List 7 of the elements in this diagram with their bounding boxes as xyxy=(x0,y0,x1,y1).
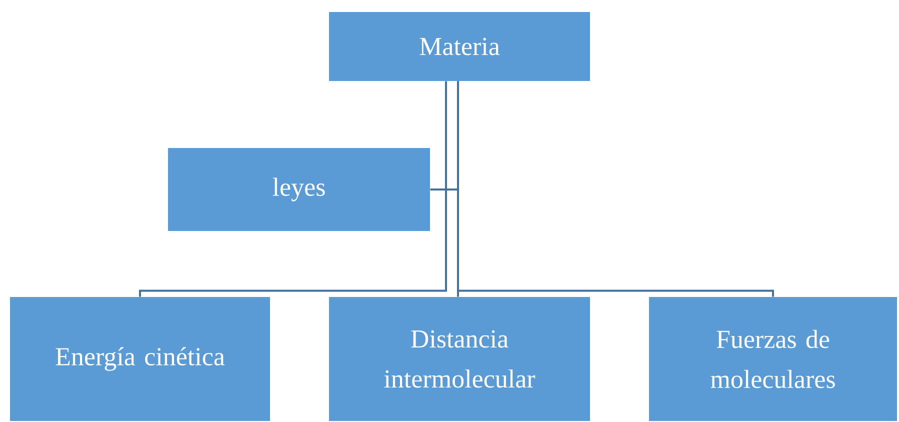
concept-box: Materia xyxy=(329,12,590,81)
connector-line xyxy=(457,81,774,297)
concept-box: Distancia intermolecular xyxy=(329,297,590,421)
connector-line xyxy=(139,81,447,297)
concept-box: Fuerzas de moleculares xyxy=(649,297,897,421)
concept-box: leyes xyxy=(168,148,430,231)
concept-box: Energía cinética xyxy=(10,297,270,421)
